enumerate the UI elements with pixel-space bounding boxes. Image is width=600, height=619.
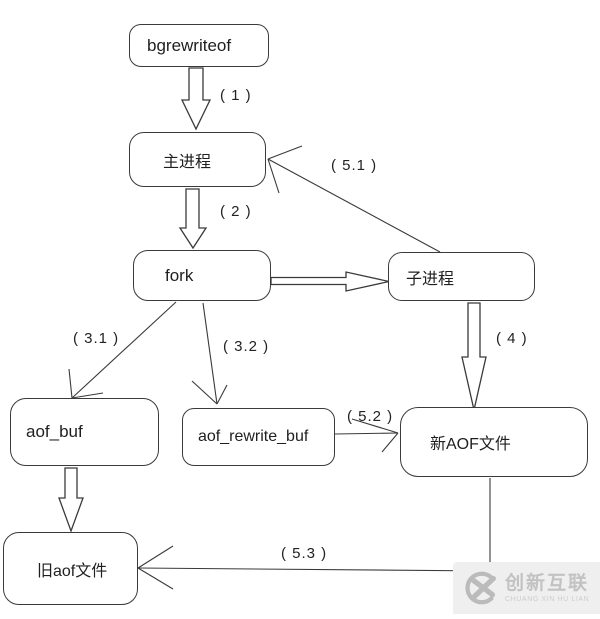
edge-label-step-2: ( 2 ) (220, 203, 252, 220)
block-arrow-fork-to-child (270, 271, 390, 292)
arrow-step-3-1 (68, 301, 177, 399)
block-arrow-step-1 (180, 67, 212, 131)
node-child-process: 子进程 (388, 252, 535, 301)
arrow-step-5-3 (137, 478, 491, 590)
edge-label-step-1: ( 1 ) (220, 87, 252, 104)
block-arrow-step-2 (178, 188, 208, 250)
node-new-aof-file: 新AOF文件 (400, 407, 588, 477)
edge-label-step-5-2: ( 5.2 ) (347, 408, 394, 425)
node-main-process: 主进程 (129, 132, 266, 187)
edge-label-step-3-2: ( 3.2 ) (223, 338, 270, 355)
node-bgrewriteof: bgrewriteof (129, 24, 269, 67)
edge-label-step-3-1: ( 3.1 ) (73, 330, 120, 347)
arrow-step-5-1 (267, 145, 441, 253)
node-fork-label: fork (165, 265, 194, 285)
edge-label-step-5-3: ( 5.3 ) (281, 545, 328, 562)
block-arrow-step-4 (461, 302, 487, 411)
node-old-aof-file: 旧aof文件 (3, 532, 138, 605)
node-old-aof-file-label: 旧aof文件 (37, 562, 108, 580)
arrow-step-5-2 (334, 418, 399, 453)
node-aof-buf: aof_buf (10, 398, 159, 466)
node-bgrewriteof-label: bgrewriteof (147, 35, 232, 55)
node-fork: fork (133, 250, 271, 301)
node-child-process-label: 子进程 (406, 270, 455, 288)
watermark-badge: 创新互联 CHUANG XIN HU LIAN (453, 562, 600, 614)
arrow-step-3-2 (191, 302, 228, 405)
node-aof-buf-label: aof_buf (26, 422, 83, 441)
edge-label-step-4: ( 4 ) (496, 330, 528, 347)
watermark-text: 创新互联 CHUANG XIN HU LIAN (505, 574, 589, 603)
node-new-aof-file-label: 新AOF文件 (430, 436, 511, 453)
brand-cx-logo-icon (465, 571, 496, 605)
edge-label-step-5-1: ( 5.1 ) (331, 157, 378, 174)
watermark-brand-subtitle: CHUANG XIN HU LIAN (505, 595, 590, 603)
node-aof-rewrite-buf: aof_rewrite_buf (182, 408, 335, 466)
node-aof-rewrite-buf-label: aof_rewrite_buf (198, 428, 309, 445)
watermark-brand-name: 创新互联 (505, 572, 590, 594)
block-arrow-aofbuf-to-oldaof (58, 467, 84, 533)
node-main-process-label: 主进程 (163, 153, 212, 171)
